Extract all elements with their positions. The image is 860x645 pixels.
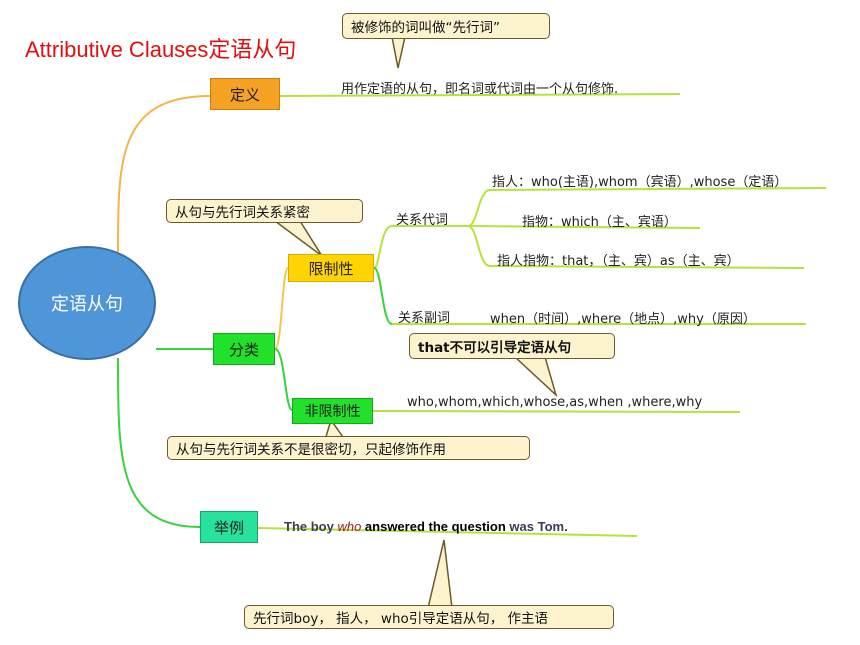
classification-node[interactable]: 分类 bbox=[213, 333, 275, 365]
pronoun-both-text: 指人指物：that，（主、宾）as（主、宾） bbox=[497, 254, 740, 269]
that-note-callout: that不可以引导定语从句 bbox=[409, 333, 615, 359]
restrictive-node[interactable]: 限制性 bbox=[288, 254, 374, 282]
pronoun-person-text: 指人：who(主语),whom（宾语）,whose（定语） bbox=[492, 175, 788, 190]
example-clause: answered the question bbox=[361, 519, 506, 534]
example-relative-pronoun: who bbox=[337, 519, 362, 534]
central-topic-node[interactable]: 定语从句 bbox=[18, 246, 156, 360]
example-node[interactable]: 举例 bbox=[200, 511, 258, 543]
relative-pronoun-label: 关系代词 bbox=[396, 213, 449, 228]
example-subject: The boy bbox=[284, 519, 338, 534]
relative-adverb-label: 关系副词 bbox=[398, 311, 451, 326]
example-sentence: The boy who answered the question was To… bbox=[284, 519, 568, 534]
example-note-callout: 先行词boy， 指人， who引导定语从句， 作主语 bbox=[244, 605, 614, 629]
nonrestrictive-note-callout: 从句与先行词关系不是很密切，只起修饰作用 bbox=[167, 436, 530, 460]
nonrestrictive-words-text: who,whom,which,whose,as,when ,where,why bbox=[407, 395, 703, 410]
definition-text: 用作定语的从句，即名词或代词由一个从句修饰. bbox=[341, 82, 619, 97]
nonrestrictive-node[interactable]: 非限制性 bbox=[292, 398, 373, 424]
antecedent-callout: 被修饰的词叫做“先行词” bbox=[342, 13, 550, 39]
definition-node[interactable]: 定义 bbox=[210, 78, 280, 110]
pronoun-thing-text: 指物：which（主、宾语） bbox=[522, 215, 677, 230]
example-predicate: was Tom. bbox=[505, 519, 568, 534]
relative-adverb-text: when（时间）,where（地点）,why（原因） bbox=[490, 312, 756, 327]
restrictive-note-callout: 从句与先行词关系紧密 bbox=[166, 199, 363, 223]
page-title: Attributive Clauses定语从句 bbox=[25, 37, 297, 62]
